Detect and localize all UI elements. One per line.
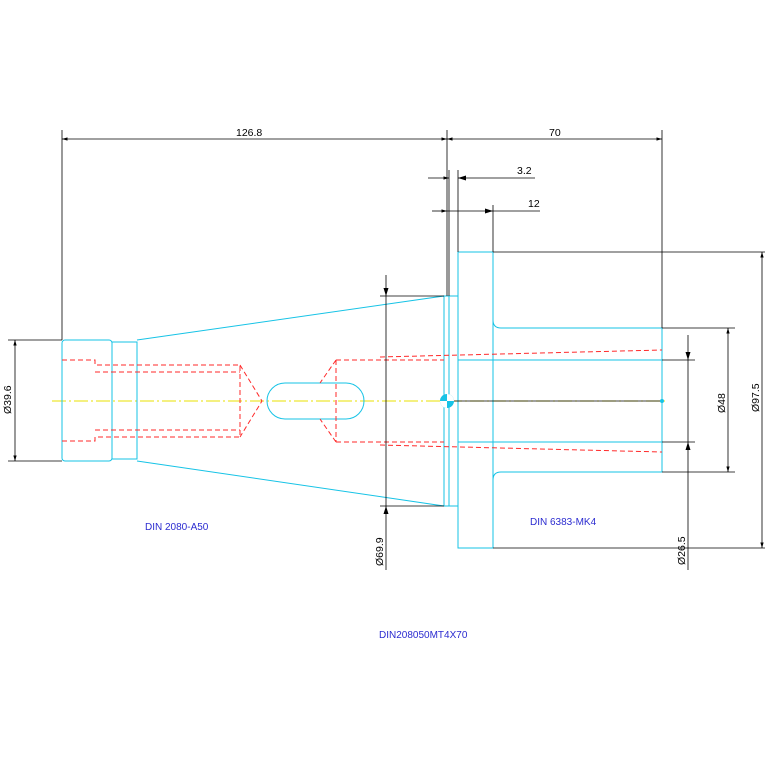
- dim-text-dia-69-9: Ø69.9: [374, 537, 386, 566]
- dim-text-overall-right: 70: [549, 127, 561, 139]
- axis-end-mark: [660, 399, 664, 403]
- sleeve-hidden-lines: [379, 349, 663, 453]
- part-label-right: DIN 6383-MK4: [530, 517, 597, 528]
- dim-dia-69-9: Ø69.9: [374, 275, 444, 570]
- dim-overall-right: 70: [447, 127, 663, 328]
- dim-text-overall-left: 126.8: [236, 127, 262, 139]
- dim-text-dia-97-5: Ø97.5: [750, 383, 762, 412]
- dim-dia-39-6: Ø39.6: [2, 339, 62, 462]
- morse-taper-hidden-top: [379, 349, 663, 358]
- drawing-sheet: [0, 128, 767, 640]
- bore-chamfer-hidden: [239, 364, 263, 438]
- taper-shank-hidden-lines: [62, 359, 444, 443]
- dim-text-dia-48: Ø48: [716, 393, 728, 413]
- collar-step: [111, 341, 138, 460]
- dim-step-b: 12: [432, 198, 540, 252]
- morse-taper-hidden-bottom: [379, 444, 663, 453]
- dim-text-dia-39-6: Ø39.6: [2, 385, 14, 414]
- dim-dia-48: Ø48: [662, 327, 735, 473]
- dim-text-step-b: 12: [528, 198, 540, 210]
- cross-slot-outline: [266, 382, 365, 420]
- dim-text-step-a: 3.2: [517, 165, 532, 177]
- center-mark: [440, 394, 454, 408]
- part-label-bottom: DIN208050MT4X70: [379, 630, 468, 641]
- threaded-bore-hidden: [62, 359, 241, 442]
- part-label-left: DIN 2080-A50: [145, 522, 209, 533]
- dim-dia-26-5: Ø26.5: [662, 335, 695, 570]
- dim-dia-97-5: Ø97.5: [493, 251, 765, 549]
- dim-text-dia-26-5: Ø26.5: [676, 536, 688, 565]
- dim-overall-left: 126.8: [61, 127, 448, 340]
